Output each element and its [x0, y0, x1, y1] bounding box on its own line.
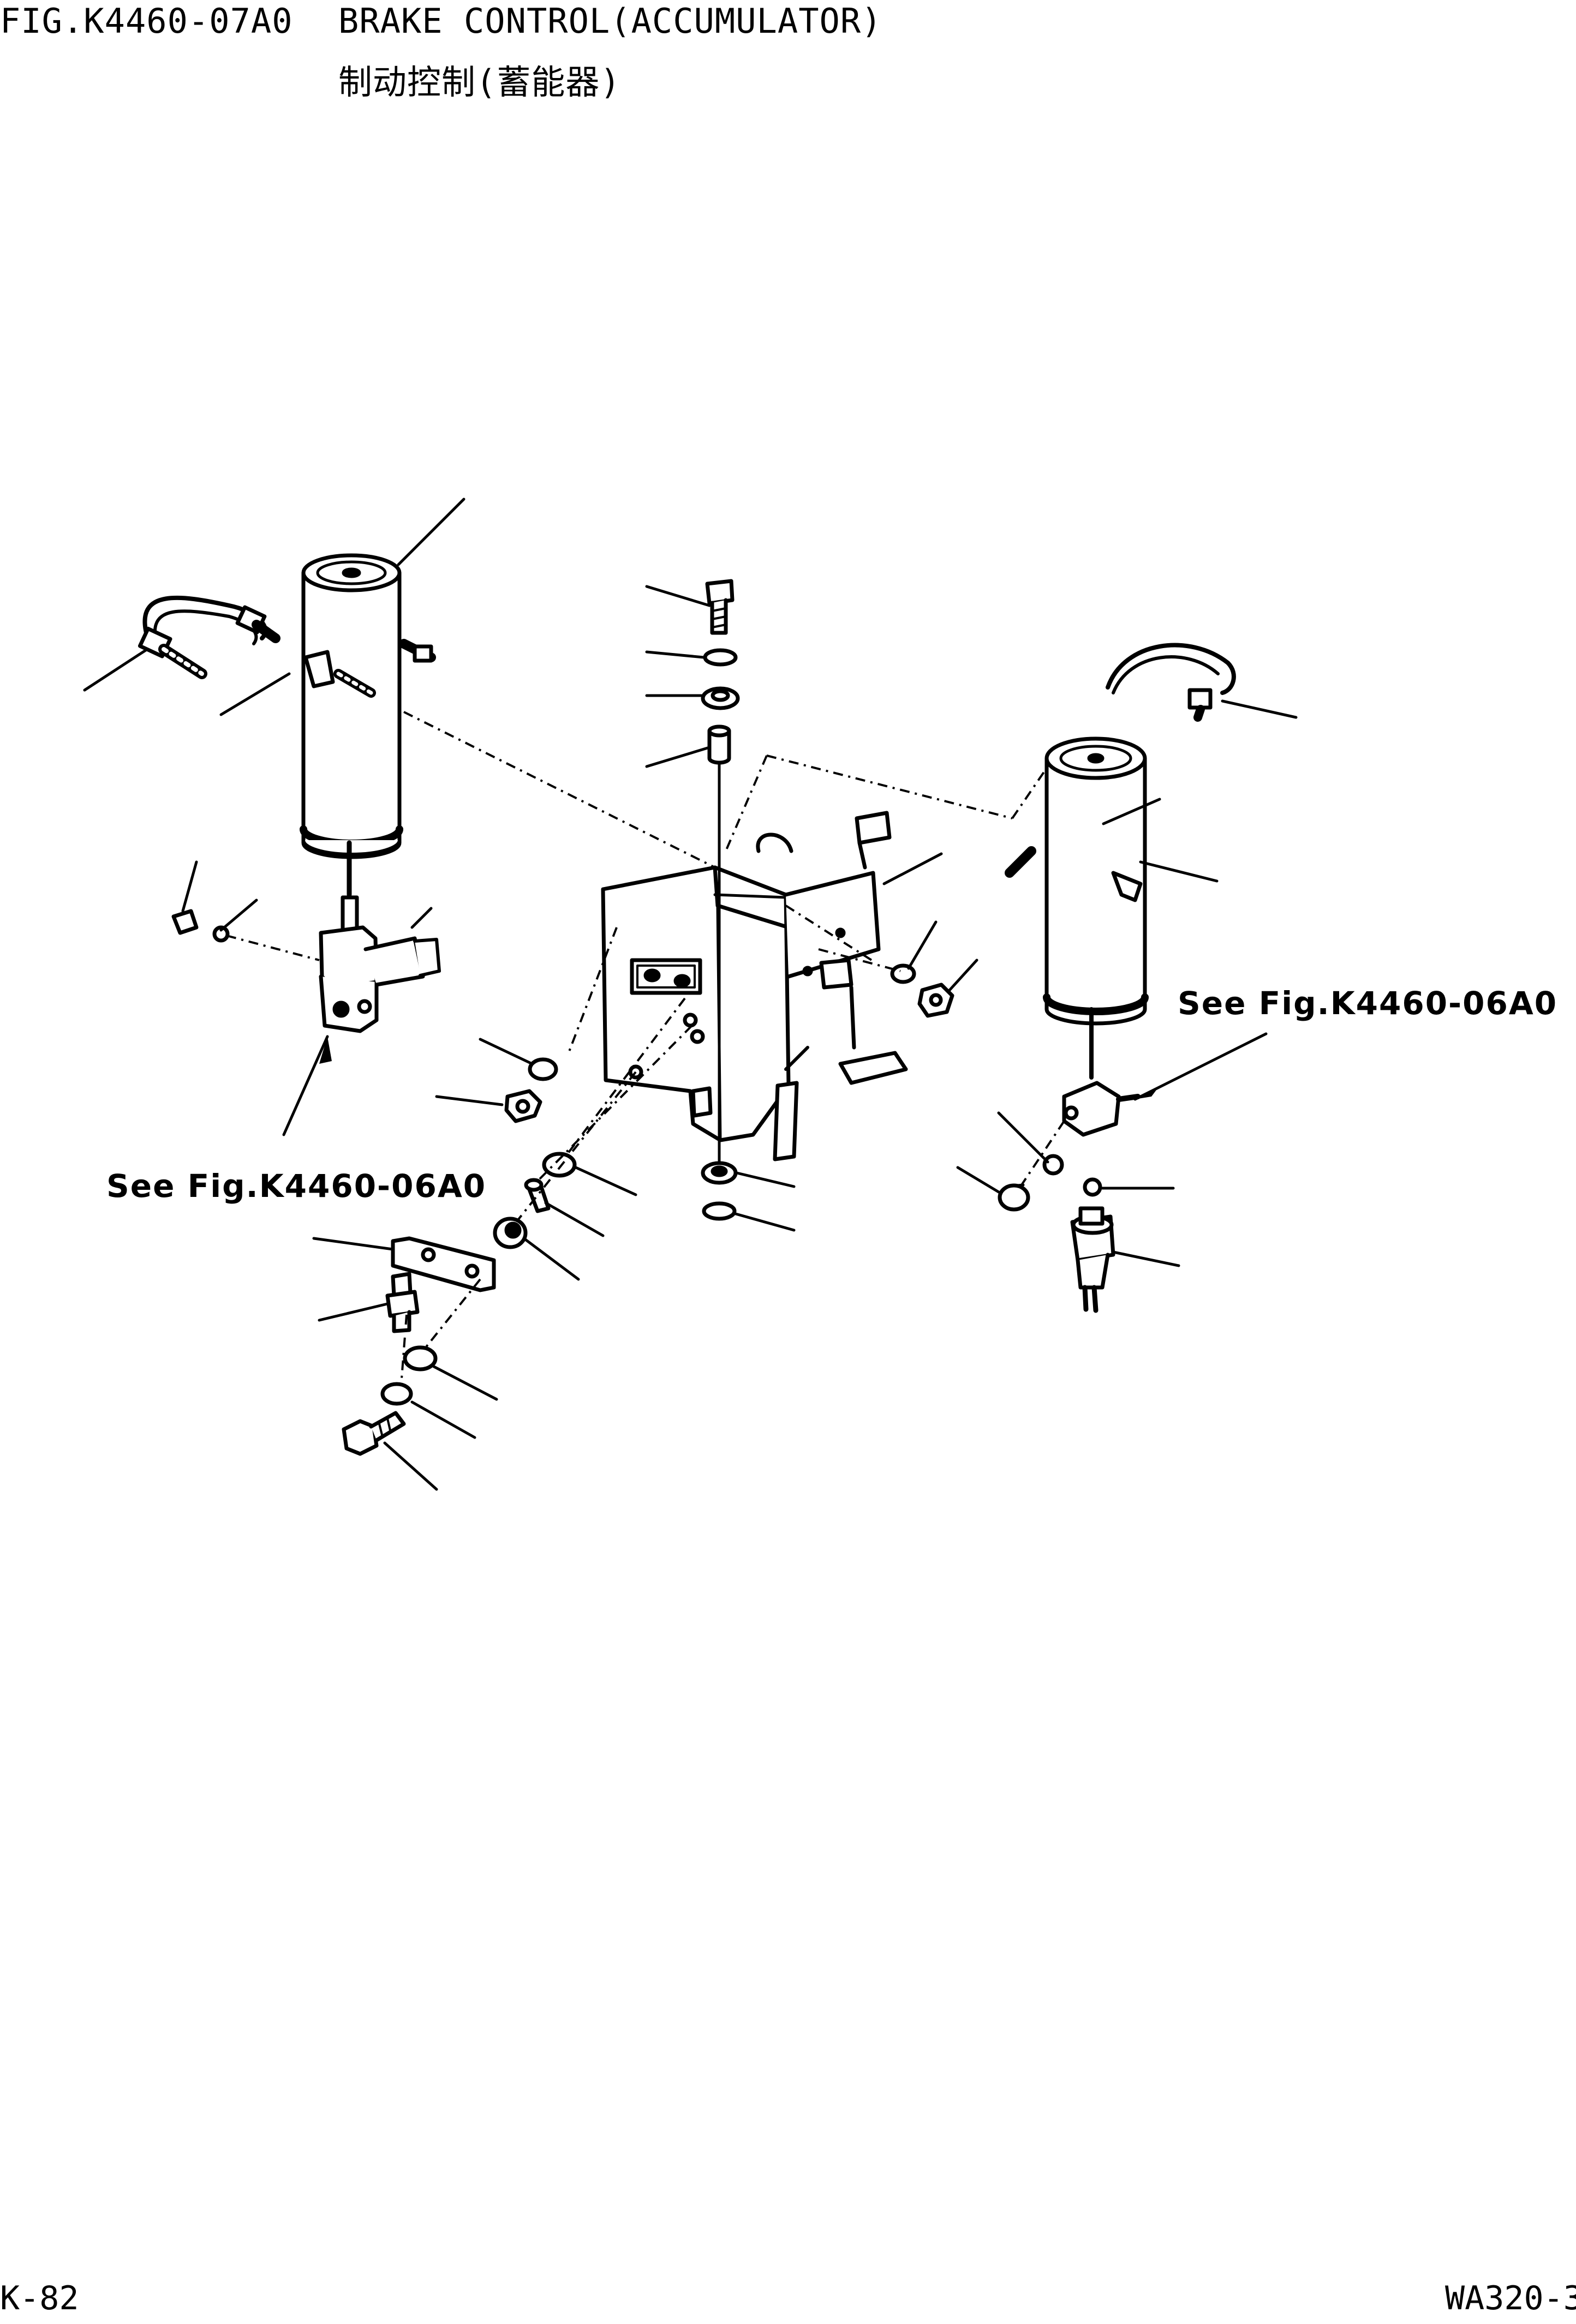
- bolt-band-left-2: [235, 605, 436, 698]
- page-number: K-82: [0, 2279, 79, 2317]
- bolt-bottom-left: [342, 1411, 406, 1456]
- bolt-clamp: [385, 1272, 420, 1333]
- bolt-top-center: [705, 579, 735, 635]
- nut-right: [917, 983, 954, 1018]
- bracket-tab-lower-right: [819, 958, 908, 1085]
- washer-left-2: [542, 1152, 577, 1178]
- alignment-lines: [226, 711, 1065, 1386]
- washer-left-1: [528, 1057, 558, 1081]
- bracket-tab-top-right: [855, 811, 892, 870]
- spacer-left: [524, 1178, 551, 1213]
- figure-title-english: BRAKE CONTROL(ACCUMULATOR): [338, 1, 882, 41]
- bracket-tab-bottom: [691, 1081, 799, 1161]
- pressure-switch-right: [1070, 1206, 1115, 1313]
- valve-block-left: [319, 840, 441, 1033]
- washer-top-center: [703, 648, 738, 667]
- oring-right: [1083, 1177, 1102, 1197]
- leader-lines: [83, 498, 1298, 1491]
- nut-left-2: [493, 1217, 528, 1249]
- washer-left-4: [380, 1382, 413, 1406]
- washer-left-3: [403, 1345, 438, 1371]
- reference-note-right: See Fig.K4460-06A0: [1178, 985, 1558, 1022]
- figure-title-chinese: 制动控制(蓄能器): [338, 62, 621, 102]
- nut-bottom-center: [701, 1161, 738, 1185]
- nut-top-center: [701, 686, 740, 710]
- accumulator-right: [1043, 736, 1149, 1026]
- nut-left-1: [504, 1089, 542, 1123]
- spacer-top-center: [707, 724, 731, 765]
- accumulator-left: [300, 553, 403, 859]
- figure-number: FIG.K4460-07A0: [0, 1, 293, 41]
- cap-right: [998, 1183, 1030, 1212]
- bolt-band-left-1: [138, 626, 207, 679]
- washer-bottom-center: [702, 1201, 737, 1221]
- band-right: [1005, 643, 1236, 902]
- valve-block-right: [1042, 1007, 1141, 1176]
- model-number: WA320-3: [1445, 2279, 1576, 2317]
- mounting-bracket: [601, 832, 881, 1142]
- reference-arrowheads: [319, 1037, 1160, 1099]
- plug-left: [171, 909, 230, 943]
- washer-right-1: [890, 963, 916, 984]
- bolt-band-right: [1187, 688, 1213, 722]
- clamp-plate: [391, 1236, 496, 1292]
- reference-note-left: See Fig.K4460-06A0: [106, 1167, 487, 1205]
